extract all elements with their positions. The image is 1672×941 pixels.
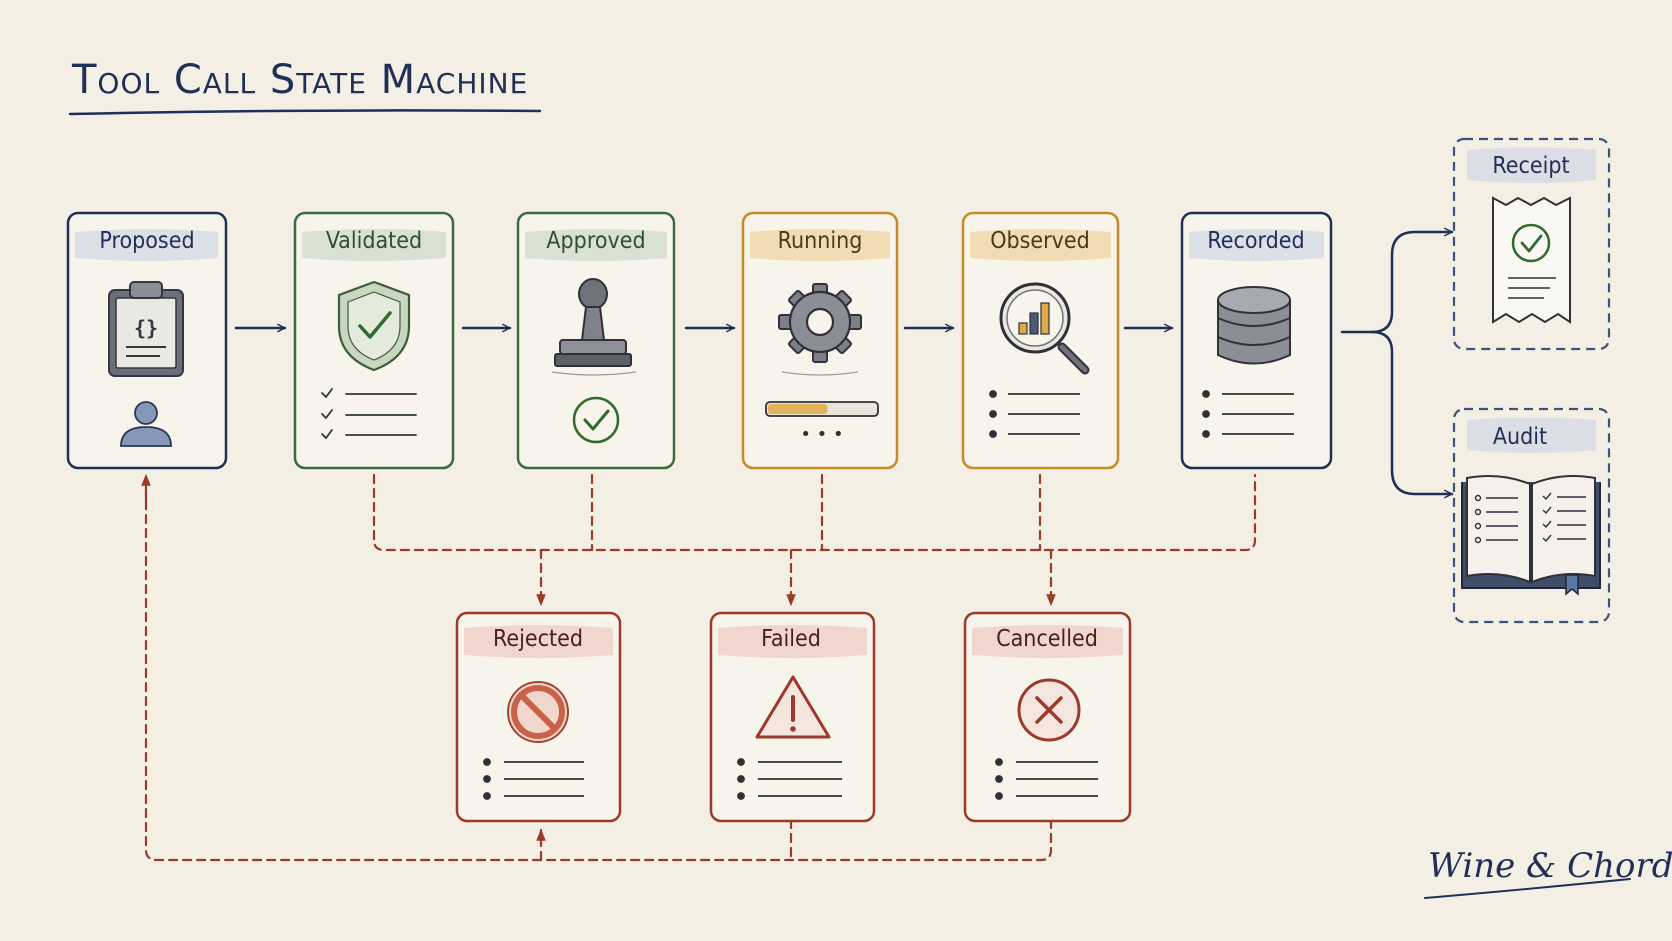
state-label-running: Running — [778, 228, 863, 254]
state-label-cancelled: Cancelled — [996, 626, 1098, 652]
state-label-rejected: Rejected — [493, 626, 583, 652]
signature-underline — [1424, 878, 1631, 899]
error-flow-arrows — [141, 473, 1257, 862]
arrow-recorded-audit — [1370, 330, 1454, 494]
diagram-title: Tool Call State Machine — [71, 57, 528, 103]
receipt-icon — [1492, 196, 1571, 324]
state-running: Running • • • — [741, 211, 899, 470]
user-icon — [120, 401, 172, 447]
state-label-recorded: Recorded — [1207, 228, 1304, 254]
output-audit: Audit — [1452, 407, 1611, 624]
state-cancelled: Cancelled — [963, 611, 1132, 823]
progress-bar-fill — [768, 404, 828, 414]
state-label-failed: Failed — [761, 626, 821, 652]
checklist-icon — [321, 388, 417, 440]
clipboard-icon: {} — [108, 281, 184, 377]
state-recorded: Recorded — [1180, 211, 1333, 470]
state-rejected: Rejected — [455, 611, 622, 823]
ellipsis: • • • — [800, 424, 843, 445]
warning-icon — [755, 675, 831, 739]
check-circle-icon — [572, 396, 620, 444]
x-circle-icon — [1017, 678, 1081, 742]
output-label-audit: Audit — [1493, 424, 1547, 450]
output-label-receipt: Receipt — [1492, 153, 1569, 179]
prohibited-icon — [507, 681, 569, 743]
state-approved: Approved — [516, 211, 676, 470]
gear-icon — [778, 283, 862, 376]
bullet-list-icon — [1202, 390, 1294, 438]
progress-bar-icon: • • • — [765, 401, 879, 445]
bullet-list-icon — [483, 758, 584, 800]
state-label-proposed: Proposed — [99, 228, 194, 254]
state-observed: Observed — [961, 211, 1120, 470]
stamp-icon — [551, 278, 637, 376]
output-receipt: Receipt — [1452, 137, 1611, 351]
magnifier-chart-icon — [999, 282, 1090, 375]
signature: Wine & Chord — [1428, 846, 1672, 886]
main-flow-arrows — [234, 232, 1454, 494]
svg-text:{}: {} — [134, 316, 158, 340]
state-failed: Failed — [709, 611, 876, 823]
state-label-approved: Approved — [546, 228, 645, 254]
state-proposed: Proposed {} — [66, 211, 228, 470]
state-label-validated: Validated — [326, 228, 422, 254]
state-validated: Validated — [293, 211, 455, 470]
bullet-list-icon — [737, 758, 842, 800]
state-label-observed: Observed — [990, 228, 1090, 254]
bullet-list-icon — [989, 390, 1080, 438]
arrow-recorded-fork — [1340, 232, 1454, 334]
title-underline — [68, 109, 542, 116]
bullet-list-icon — [995, 758, 1098, 800]
database-icon — [1217, 286, 1291, 365]
open-book-icon — [1461, 475, 1601, 596]
shield-check-icon — [337, 280, 411, 372]
